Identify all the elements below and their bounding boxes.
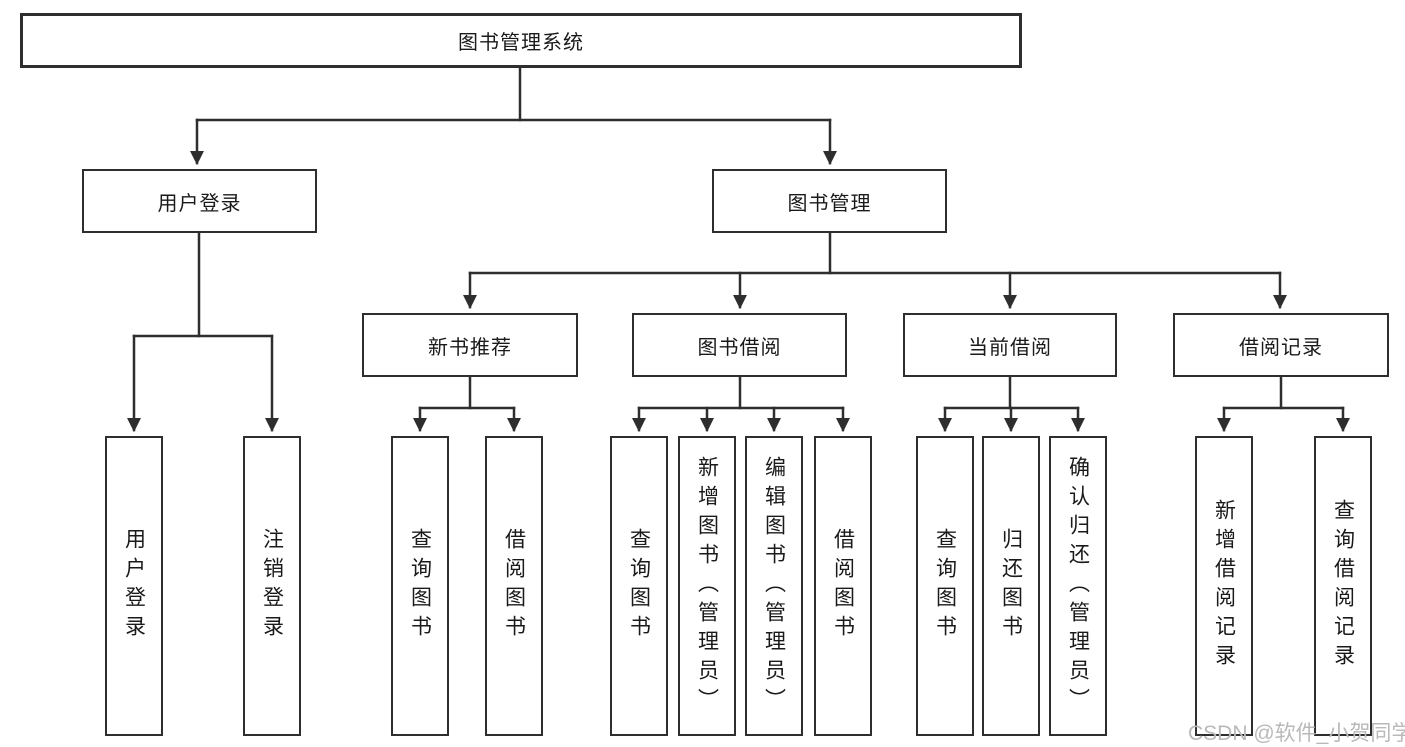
node-book-borrow: 图书借阅 <box>632 313 847 377</box>
node-root-label: 图书管理系统 <box>458 32 584 54</box>
leaf-rec-borrow-books-label: 借阅图书 <box>502 528 526 644</box>
leaf-rec-query-books: 查询图书 <box>391 436 449 736</box>
leaf-add-borrow-record: 新增借阅记录 <box>1195 436 1253 736</box>
node-current-borrow: 当前借阅 <box>903 313 1117 377</box>
leaf-edit-books-admin-label: 编辑图书（管理员） <box>762 455 786 717</box>
leaf-user-login: 用户登录 <box>105 436 163 736</box>
leaf-confirm-return-admin-label: 确认归还（管理员） <box>1066 455 1090 717</box>
leaf-edit-books-admin: 编辑图书（管理员） <box>745 436 803 736</box>
node-book-borrow-label: 图书借阅 <box>697 336 782 359</box>
leaf-return-books-label: 归还图书 <box>999 528 1023 644</box>
leaf-add-borrow-record-label: 新增借阅记录 <box>1212 499 1236 673</box>
node-new-book-recommend: 新书推荐 <box>362 313 578 377</box>
node-root-system: 图书管理系统 <box>20 13 1022 68</box>
leaf-query-borrow-record: 查询借阅记录 <box>1314 436 1372 736</box>
node-book-management: 图书管理 <box>712 169 947 233</box>
leaf-borrow-books: 借阅图书 <box>814 436 872 736</box>
node-borrow-records-label: 借阅记录 <box>1239 336 1323 359</box>
node-user-login: 用户登录 <box>82 169 317 233</box>
node-user-login-label: 用户登录 <box>157 192 242 215</box>
leaf-confirm-return-admin: 确认归还（管理员） <box>1049 436 1107 736</box>
node-current-borrow-label: 当前借阅 <box>968 336 1052 359</box>
leaf-add-books-admin-label: 新增图书（管理员） <box>695 455 719 717</box>
leaf-rec-borrow-books: 借阅图书 <box>485 436 543 736</box>
leaf-rec-query-books-label: 查询图书 <box>408 528 432 644</box>
leaf-borrow-query-books: 查询图书 <box>610 436 668 736</box>
node-new-book-recommend-label: 新书推荐 <box>428 336 512 359</box>
leaf-logout: 注销登录 <box>243 436 301 736</box>
leaf-add-books-admin: 新增图书（管理员） <box>678 436 736 736</box>
leaf-current-query-books-label: 查询图书 <box>933 528 957 644</box>
node-book-management-label: 图书管理 <box>787 192 872 215</box>
leaf-user-login-label: 用户登录 <box>122 528 146 644</box>
csdn-watermark: CSDN @软件_小贺同学 <box>1188 722 1405 745</box>
leaf-borrow-query-books-label: 查询图书 <box>627 528 651 644</box>
leaf-query-borrow-record-label: 查询借阅记录 <box>1331 499 1355 673</box>
leaf-logout-label: 注销登录 <box>260 528 284 644</box>
leaf-borrow-books-label: 借阅图书 <box>831 528 855 644</box>
leaf-current-query-books: 查询图书 <box>916 436 974 736</box>
leaf-return-books: 归还图书 <box>982 436 1040 736</box>
node-borrow-records: 借阅记录 <box>1173 313 1389 377</box>
